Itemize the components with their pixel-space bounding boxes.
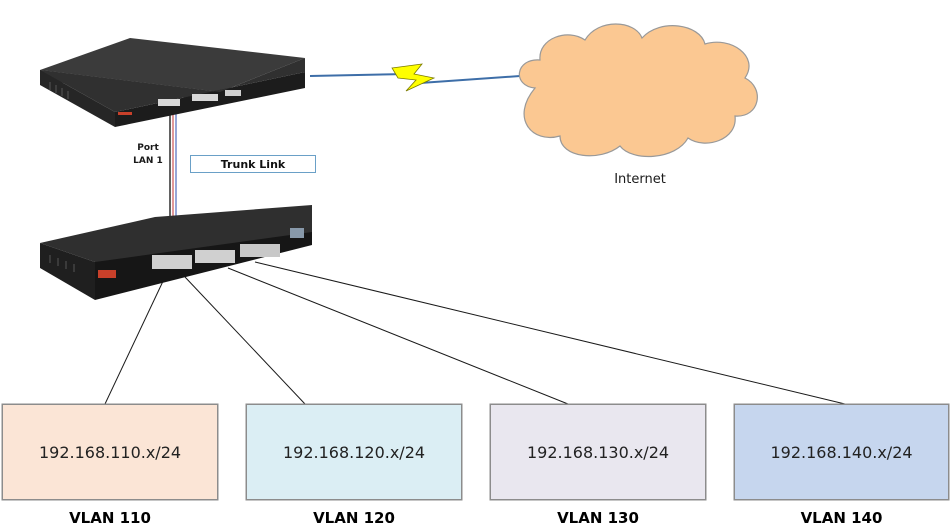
switch-device	[40, 205, 312, 300]
link-vlan-140	[254, 261, 846, 405]
vlan-120-name: VLAN 120	[313, 509, 395, 527]
lightning-icon	[391, 63, 436, 92]
vlan-130-name: VLAN 130	[557, 509, 639, 527]
port-label: Port LAN 1	[118, 142, 178, 168]
router-device	[40, 38, 305, 127]
vlan-140-box	[733, 403, 950, 501]
link-vlan-110	[104, 276, 166, 405]
vlan-110-subnet: 192.168.110.x/24	[2, 404, 218, 500]
link-vlan-120	[184, 276, 306, 405]
vlan-110-name: VLAN 110	[69, 509, 151, 527]
port-label-line1: Port	[137, 143, 159, 153]
vlan-110-box	[1, 403, 219, 501]
port-label-line2: LAN 1	[133, 156, 163, 166]
vlan-links	[104, 261, 846, 405]
link-vlan-130	[227, 267, 569, 405]
trunk-link-label: Trunk Link	[190, 155, 316, 173]
vlan-130-subnet: 192.168.130.x/24	[490, 404, 706, 500]
internet-cloud-icon	[518, 23, 758, 158]
vlan-140-name: VLAN 140	[800, 509, 883, 527]
internet-label: Internet	[614, 172, 666, 187]
vlan-120-subnet: 192.168.120.x/24	[246, 404, 462, 500]
wan-link	[309, 63, 521, 92]
vlan-130-box	[489, 403, 707, 501]
vlan-140-subnet: 192.168.140.x/24	[734, 404, 949, 500]
